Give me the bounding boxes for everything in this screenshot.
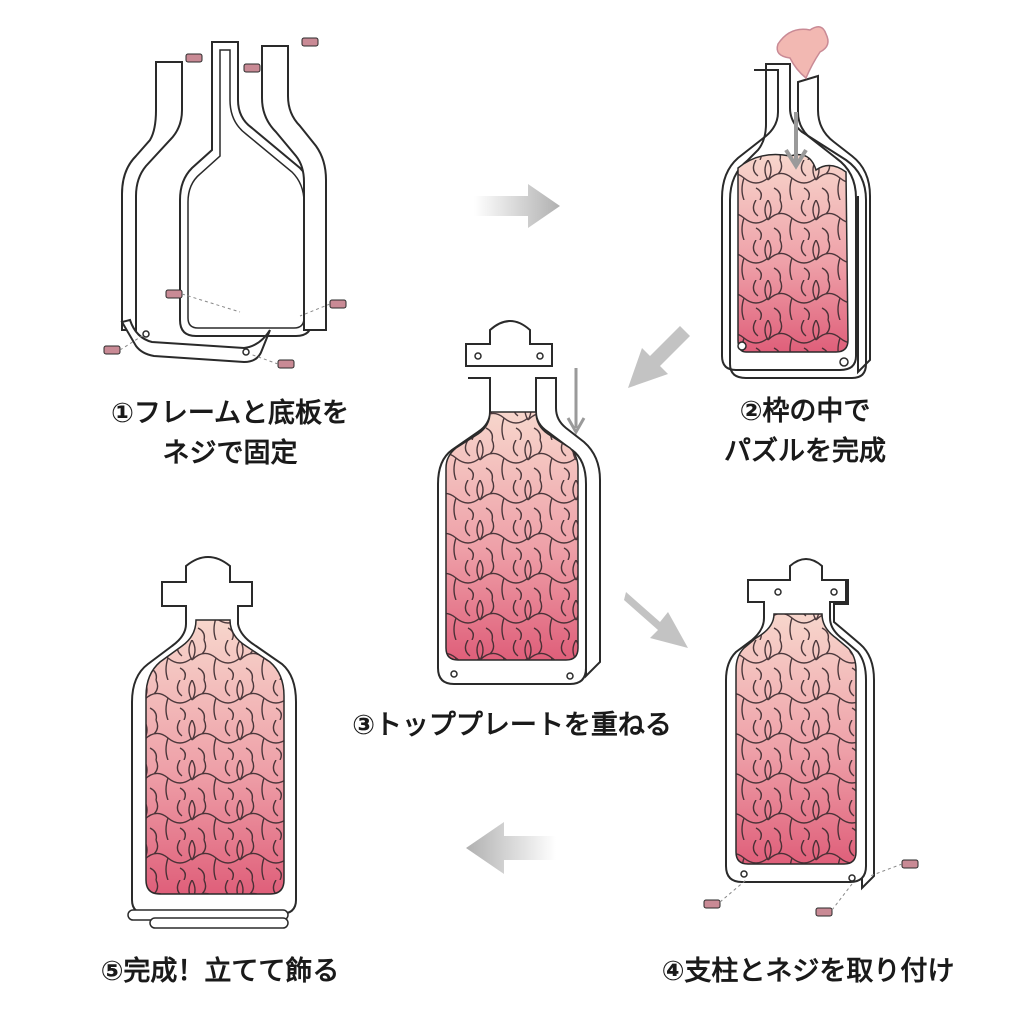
step1-caption: ①フレームと底板を ネジで固定	[70, 394, 390, 474]
step1-caption-line2: ネジで固定	[162, 438, 298, 469]
step4-caption: ④支柱とネジを取り付け	[636, 952, 980, 992]
step5-caption-line1: ⑤完成！立てて飾る	[100, 956, 340, 987]
step5-illustration	[127, 556, 297, 929]
base-plate	[120, 318, 271, 364]
screw-icon	[103, 37, 347, 369]
step3-illustration	[437, 320, 601, 685]
screw-icon	[703, 859, 919, 917]
step3-caption: ③トッププレートを重ねる	[330, 706, 694, 746]
arrow-down-left-icon	[628, 326, 690, 388]
down-arrow-icon	[784, 112, 808, 170]
step4-caption-line1: ④支柱とネジを取り付け	[661, 956, 955, 987]
step2-caption: ②枠の中で パズルを完成	[660, 392, 950, 472]
step2-caption-line1: ②枠の中で	[739, 396, 871, 427]
top-plate	[465, 320, 553, 367]
arrow-left-icon	[466, 822, 556, 874]
step5-caption: ⑤完成！立てて飾る	[70, 952, 370, 992]
puzzle-piece-icon	[776, 26, 829, 80]
step2-caption-line2: パズルを完成	[724, 436, 886, 467]
frame-right	[261, 45, 327, 331]
frame-back	[179, 41, 313, 337]
step4-illustration	[703, 558, 919, 917]
step3-caption-line1: ③トッププレートを重ねる	[352, 710, 672, 741]
stand-pillar	[127, 909, 289, 929]
step1-caption-line1: ①フレームと底板を	[110, 398, 350, 429]
arrow-down-right-icon	[624, 592, 688, 648]
step2-illustration	[721, 26, 871, 379]
arrow-right-icon	[474, 184, 560, 228]
down-arrow-icon	[566, 368, 586, 436]
step1-illustration	[103, 37, 347, 369]
